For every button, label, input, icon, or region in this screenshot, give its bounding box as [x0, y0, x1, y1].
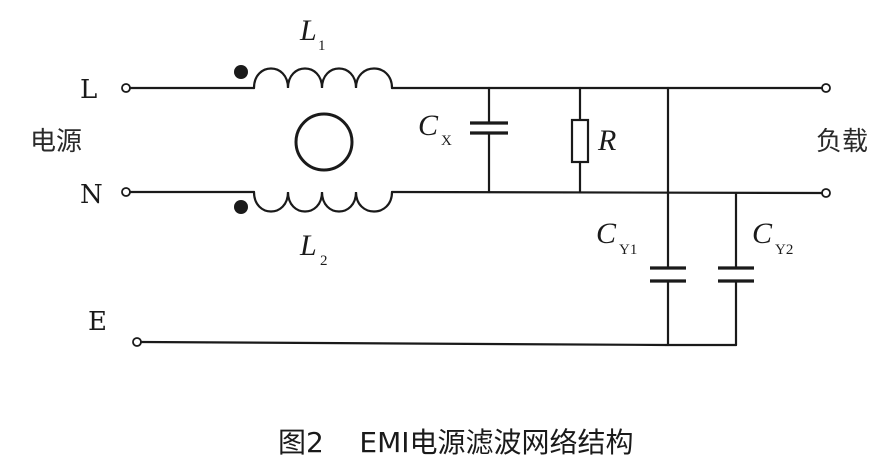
capacitor-cx-label: C X	[418, 109, 452, 149]
figure-caption: 图2 EMI电源滤波网络结构	[278, 426, 634, 459]
terminal-n-in	[121, 187, 131, 197]
svg-text:L: L	[299, 14, 317, 47]
inductor-l1	[252, 67, 394, 90]
terminal-e-in	[132, 337, 142, 347]
capacitor-cy1-label: C Y1	[596, 217, 637, 258]
terminal-n-out	[821, 188, 831, 198]
capacitor-cy2	[718, 191, 754, 347]
core-ring	[294, 112, 354, 172]
resistor-r	[570, 86, 590, 194]
svg-text:C: C	[418, 109, 439, 142]
svg-text:X: X	[441, 133, 452, 149]
svg-text:2: 2	[320, 253, 328, 269]
wire-n-rail	[390, 190, 824, 195]
capacitor-cy1	[650, 86, 686, 347]
svg-text:C: C	[752, 217, 773, 250]
resistor-label: R	[597, 124, 616, 157]
svg-text:L: L	[299, 229, 317, 262]
load-label: 负载	[816, 127, 868, 157]
terminal-label-n: N	[80, 180, 103, 210]
svg-text:1: 1	[318, 38, 326, 54]
terminal-label-e: E	[88, 307, 107, 337]
terminal-l-in	[121, 83, 131, 93]
polarity-dot-l1	[234, 65, 248, 79]
svg-text:Y2: Y2	[775, 242, 793, 258]
terminal-label-l: L	[80, 75, 97, 105]
terminal-l-out	[821, 83, 831, 93]
polarity-dot-l2	[234, 200, 248, 214]
source-label: 电源	[30, 127, 82, 157]
capacitor-cx	[470, 86, 508, 194]
inductor-l1-label: L 1	[299, 14, 326, 54]
inductor-l2-label: L 2	[299, 229, 328, 269]
svg-text:Y1: Y1	[619, 242, 637, 258]
svg-text:C: C	[596, 217, 617, 250]
wire-e-rail	[139, 340, 668, 347]
capacitor-cy2-label: C Y2	[752, 217, 793, 258]
inductor-l2	[252, 190, 394, 213]
